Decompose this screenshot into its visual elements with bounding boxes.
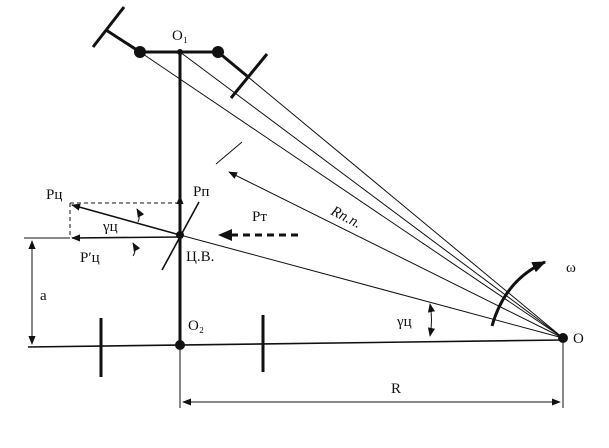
front-axle-right [217,50,248,78]
gamma-ts-arc-o [427,303,436,337]
label-gamma-ts-right: γц [396,314,412,330]
front-wheel-projection [215,141,243,165]
label-r-pp: Rп.п. [327,203,363,232]
label-cv: Ц.В. [186,249,214,265]
label-p-p: Pп [193,184,209,200]
label-o2: O₂ [188,318,204,334]
label-a: a [40,288,47,304]
label-omega: ω [566,260,576,276]
kingpin-left [134,46,146,58]
label-o: O [573,331,584,347]
label-o1: O₁ [172,28,188,44]
ray-o-to-front-left [139,51,564,339]
omega-rotation-arrow [490,260,547,327]
p-ts-vector [71,203,181,236]
gamma-ts-arc-top [136,208,145,223]
point-o2 [175,340,185,350]
point-o [558,333,568,343]
kingpin-right [212,46,224,58]
front-axle-left [105,28,141,54]
label-p-t: Pт [252,209,267,225]
p-ts-prime-vector [71,234,181,242]
p-t-arrowhead [218,229,232,241]
point-o1 [177,49,183,55]
label-gamma-ts-top: γц [102,219,118,235]
ray-o-to-front-right [217,51,564,339]
front-left-wheel [91,6,126,48]
ray-o-to-cv [179,234,564,339]
front-right-wheel [229,53,269,99]
cv-cross-stroke [161,201,200,271]
ray-o-to-o1 [179,51,564,339]
label-p-ts-prime: P′ц [80,250,100,266]
r-pp-arrow [228,171,564,339]
label-r: R [391,381,401,397]
rear-axle [27,339,564,348]
label-p-ts: Pц [46,187,62,203]
gamma-ts-arc-bottom [132,242,141,257]
